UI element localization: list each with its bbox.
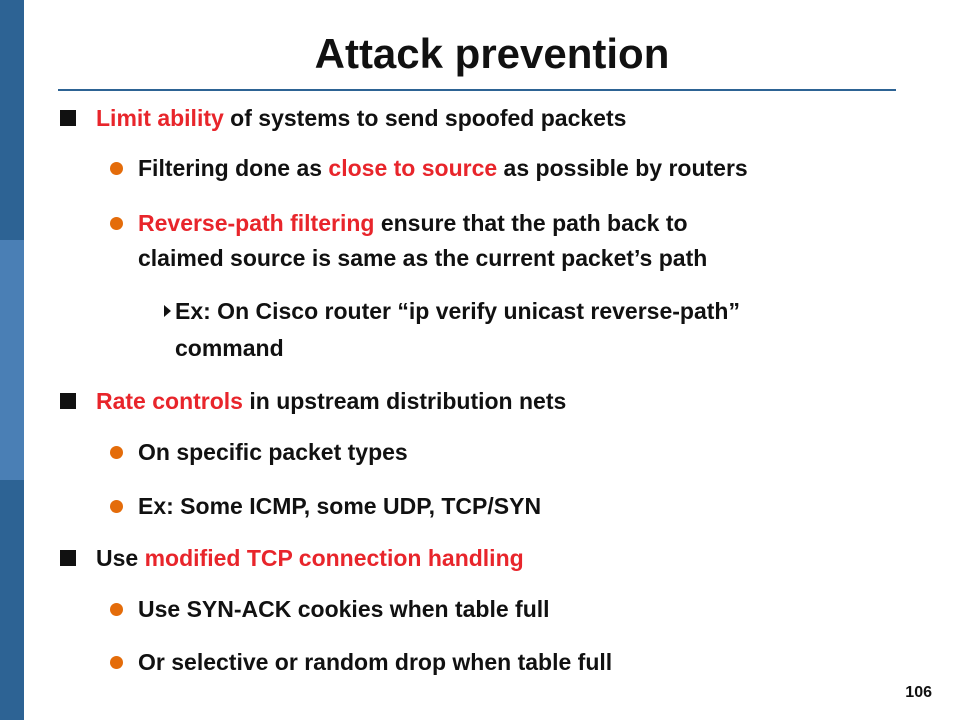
slide-sidebar [0, 0, 24, 720]
bullet-syn-cookies: Use SYN-ACK cookies when table full [138, 596, 550, 622]
bullet-reverse-path-cont: claimed source is same as the current pa… [138, 245, 708, 271]
square-bullet-icon [60, 550, 76, 566]
bullet-cisco-example: Ex: On Cisco router “ip verify unicast r… [175, 298, 740, 324]
sidebar-block-bottom [0, 480, 24, 720]
bullet-icmp-udp: Ex: Some ICMP, some UDP, TCP/SYN [138, 493, 542, 519]
bullet-random-drop: Or selective or random drop when table f… [138, 649, 613, 675]
bullet-rate-controls: Rate controls in upstream distribution n… [96, 388, 567, 414]
round-bullet-icon [110, 500, 123, 513]
sidebar-block-middle [0, 240, 24, 480]
page-number: 106 [905, 684, 932, 701]
arrow-bullet-icon [164, 305, 171, 317]
square-bullet-icon [60, 393, 76, 409]
bullet-cisco-example-cont: command [175, 335, 284, 361]
square-bullet-icon [60, 110, 76, 126]
round-bullet-icon [110, 162, 123, 175]
round-bullet-icon [110, 446, 123, 459]
bullet-modified-tcp: Use modified TCP connection handling [96, 545, 524, 571]
round-bullet-icon [110, 217, 123, 230]
bullet-packet-types: On specific packet types [138, 439, 408, 465]
round-bullet-icon [110, 656, 123, 669]
title-divider [58, 89, 896, 91]
round-bullet-icon [110, 603, 123, 616]
bullet-filtering: Filtering done as close to source as pos… [138, 155, 748, 181]
bullet-reverse-path: Reverse-path filtering ensure that the p… [138, 210, 688, 236]
sidebar-block-top [0, 0, 24, 240]
bullet-limit-ability: Limit ability of systems to send spoofed… [96, 105, 627, 131]
slide-title: Attack prevention [314, 30, 670, 77]
